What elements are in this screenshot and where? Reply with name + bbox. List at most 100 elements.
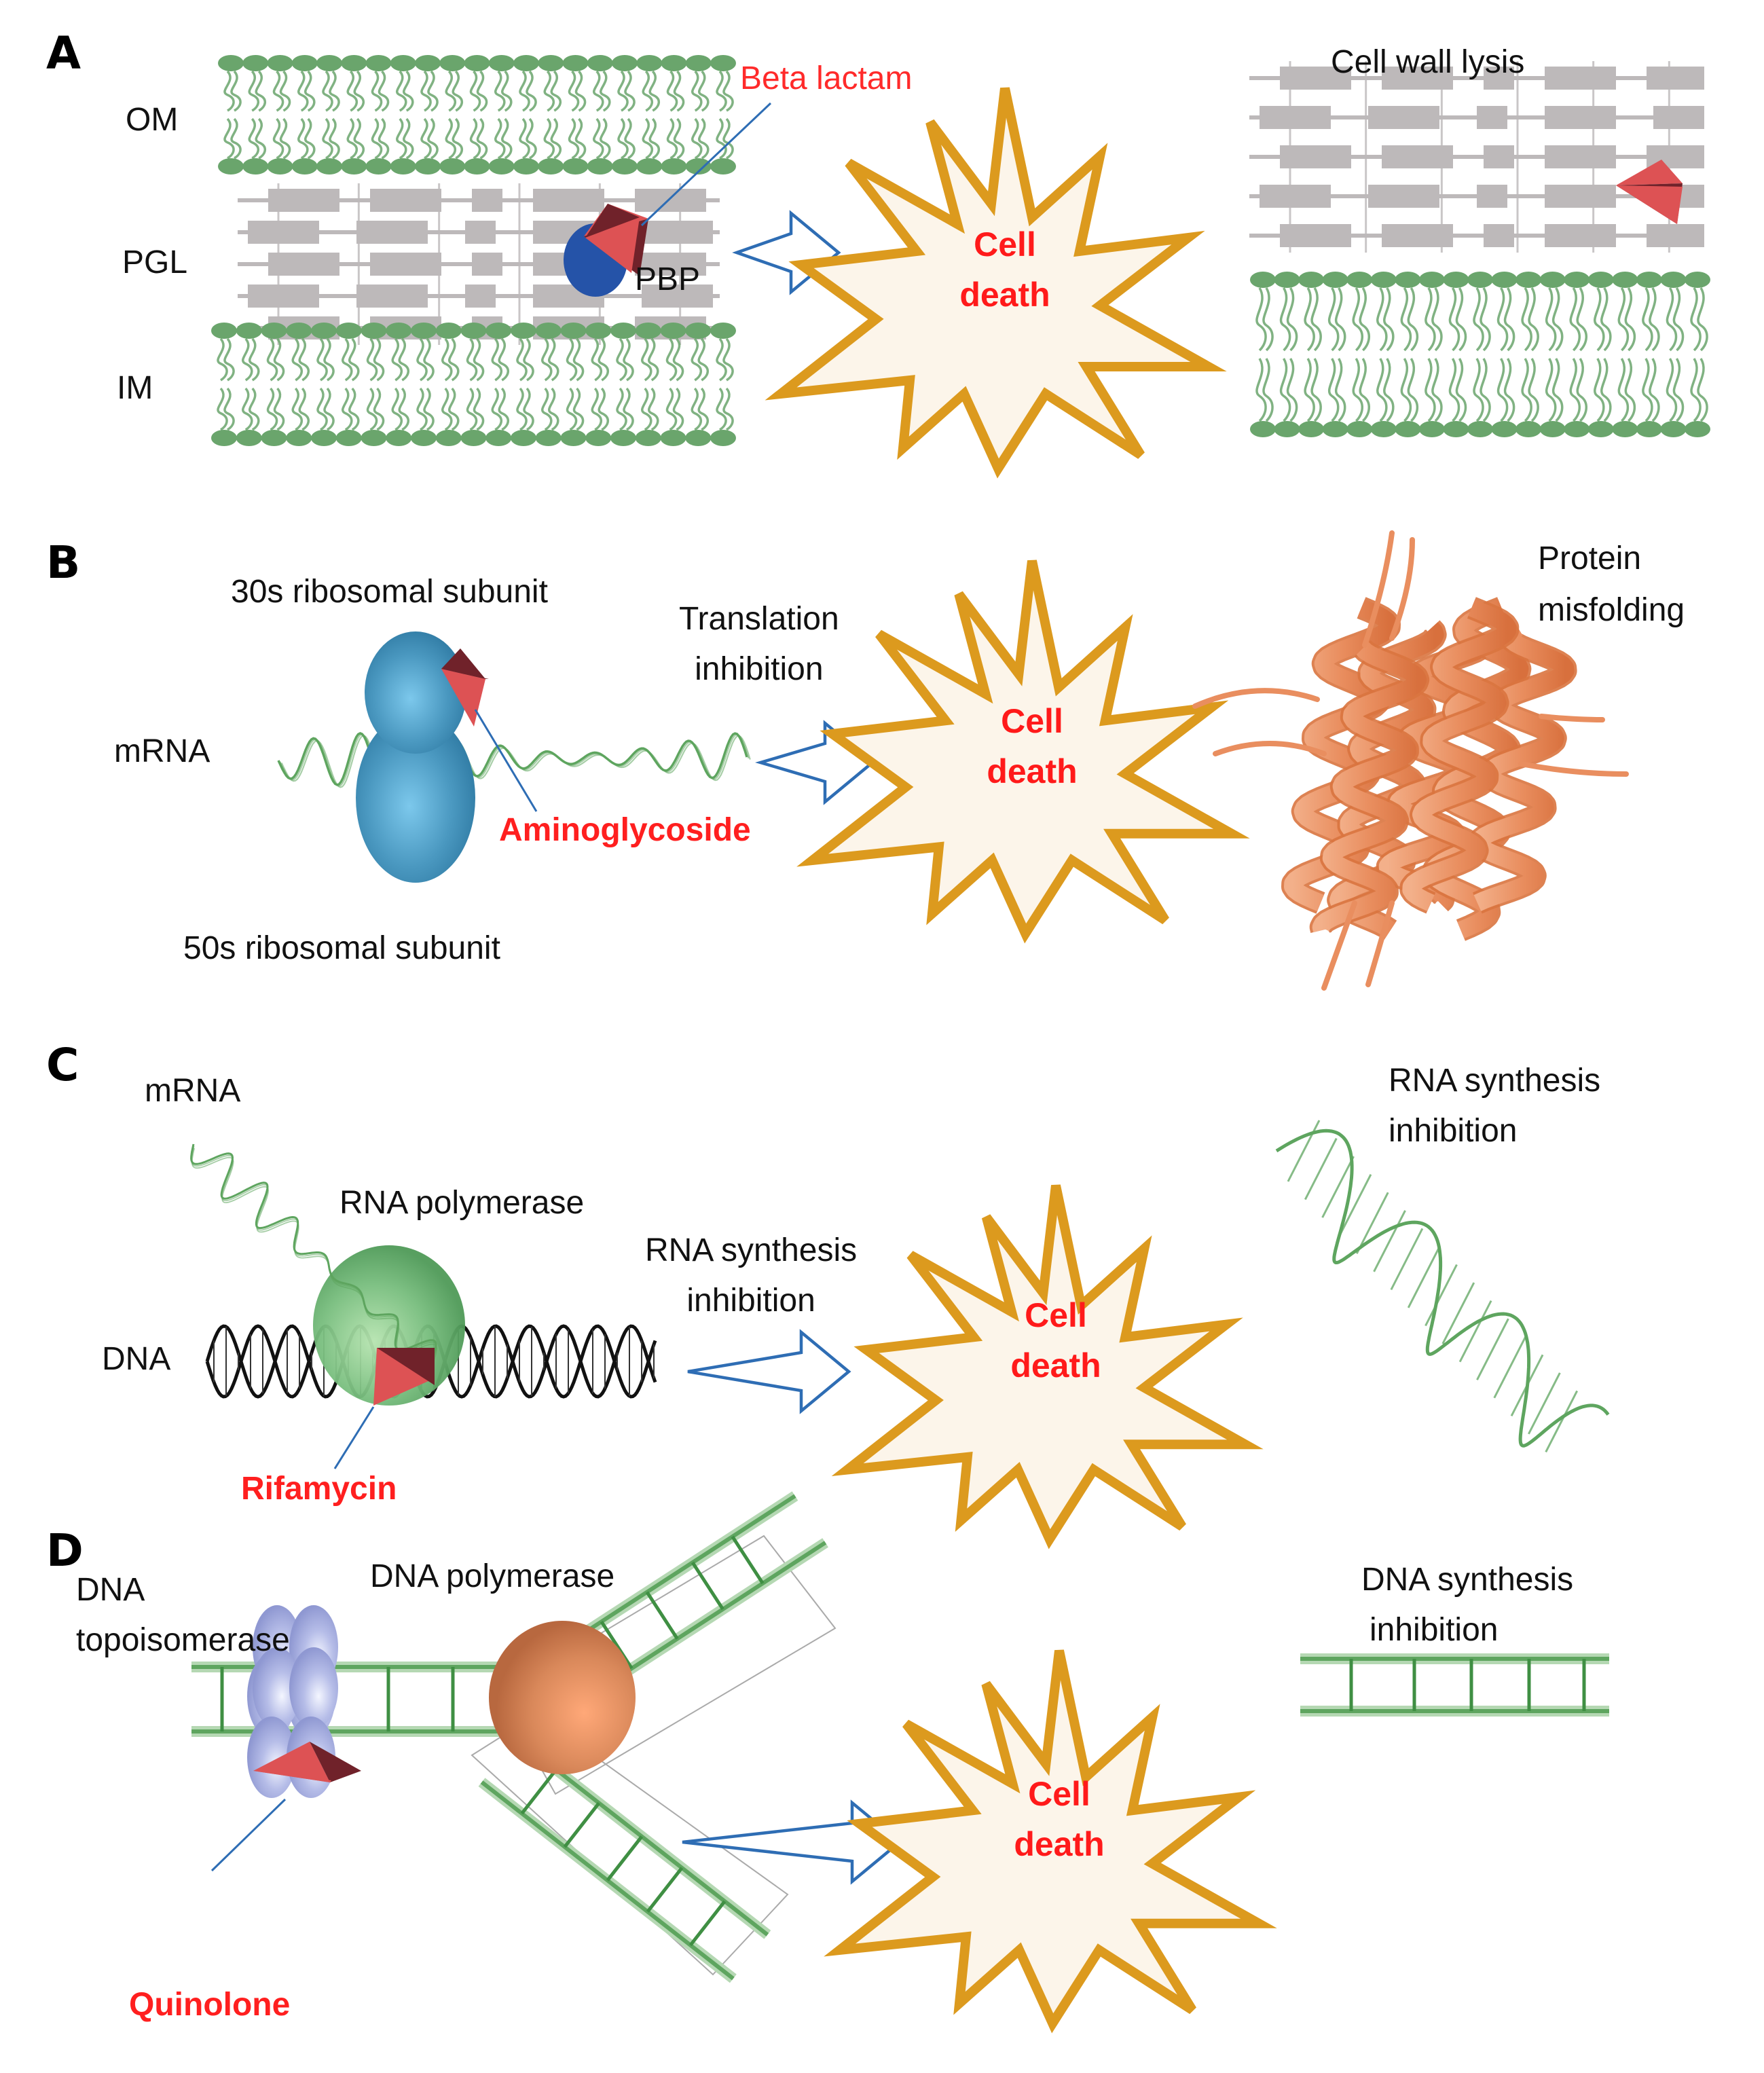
lipid-tail <box>722 70 734 112</box>
lipid-head <box>488 55 515 71</box>
lipid-tail <box>1448 358 1460 422</box>
outer-membrane <box>218 55 736 175</box>
lipid-tail <box>353 117 365 160</box>
peptidoglycan-layer-label: PGL <box>122 244 188 280</box>
lipid-head <box>587 158 613 175</box>
lipid-head <box>1250 272 1276 288</box>
lipid-head <box>236 323 262 339</box>
lipid-tail <box>342 387 353 431</box>
outcome-line1: Protein <box>1538 540 1642 576</box>
glycan-unit <box>1477 185 1507 208</box>
lipid-tail <box>279 117 291 160</box>
lipid-head <box>513 158 539 175</box>
lipid-tail <box>494 117 506 160</box>
lipid-head <box>661 158 687 175</box>
lipid-tail <box>249 387 260 431</box>
lipid-tail <box>427 117 439 160</box>
lipid-tail <box>1672 287 1685 352</box>
lipid-tail <box>1666 358 1678 422</box>
lipid-head <box>361 430 387 446</box>
lipid-head <box>1587 272 1614 288</box>
glycan-unit <box>465 221 496 244</box>
lipid-tail <box>1310 287 1322 352</box>
panel-letter-c: C <box>46 1039 79 1091</box>
lipid-tail <box>223 70 235 112</box>
glycan-unit <box>1260 185 1331 208</box>
lipid-head <box>1298 421 1325 437</box>
outcome-line1: DNA synthesis <box>1361 1562 1574 1598</box>
lipid-tail <box>519 117 530 160</box>
outcome-line2: inhibition <box>1389 1113 1518 1149</box>
cell-death-starburst <box>831 1184 1264 1549</box>
lipid-tail <box>1617 358 1630 422</box>
glycan-unit <box>635 189 706 212</box>
30s-subunit-label: 30s ribosomal subunit <box>231 574 548 610</box>
cell-death-burst-d <box>824 1649 1277 2034</box>
lipid-tail <box>255 70 266 112</box>
lipid-tail <box>1551 287 1564 352</box>
lipid-head <box>610 430 636 446</box>
topoisomerase-subunit <box>247 1717 296 1798</box>
lipid-head <box>261 430 287 446</box>
cell-death-line2: death <box>959 276 1050 314</box>
lipid-tail <box>316 337 328 382</box>
strand-line <box>191 1148 438 1366</box>
lipid-tail <box>1407 287 1419 352</box>
lipid-tail <box>378 117 390 160</box>
lipid-tail <box>1407 358 1419 422</box>
lipid-head <box>218 55 244 71</box>
base-pair-rung <box>688 1900 727 1947</box>
glycan-unit <box>370 189 441 212</box>
glycan-unit <box>356 221 428 244</box>
lipid-head <box>242 55 269 71</box>
rna-base <box>1321 1156 1355 1218</box>
cell-death-burst-b <box>796 559 1250 944</box>
lipid-tail <box>568 70 580 112</box>
lipid-head <box>1250 421 1276 437</box>
rifamycin-leader <box>333 1406 375 1469</box>
lipid-tail <box>469 70 481 112</box>
lipid-tail <box>698 70 710 112</box>
lipid-tail <box>298 387 310 431</box>
rna-base <box>1458 1300 1492 1363</box>
lipid-tail <box>591 337 602 382</box>
lipid-head <box>661 55 687 71</box>
glycan-unit <box>642 285 713 308</box>
lipid-head <box>1564 421 1590 437</box>
lipid-tail <box>1594 358 1605 422</box>
lipid-tail <box>722 117 734 160</box>
glycan-unit <box>472 253 502 276</box>
lipid-tail <box>398 337 409 382</box>
cell-death-starburst <box>824 1649 1277 2034</box>
lipid-tail <box>1359 358 1370 422</box>
lipid-head <box>1418 421 1445 437</box>
lipid-head <box>341 55 367 71</box>
lipid-head <box>610 323 636 339</box>
lipid-tail <box>672 387 684 431</box>
lipid-tail <box>574 70 587 112</box>
lipid-tail <box>423 387 435 431</box>
cell-death-label-a: Cell death <box>937 219 1073 320</box>
cell-death-label-c: Cell death <box>988 1290 1124 1391</box>
effect-line1: Translation <box>679 601 839 637</box>
lipid-tail <box>624 70 636 112</box>
lipid-head <box>488 158 515 175</box>
lipid-tail <box>391 387 403 431</box>
lipid-tail <box>526 70 537 112</box>
lipid-head <box>1539 272 1566 288</box>
rna-polymerase-label: RNA polymerase <box>339 1185 585 1221</box>
cell-death-line1: Cell <box>1028 1775 1090 1813</box>
lipid-head <box>1443 421 1469 437</box>
lipid-tail <box>445 117 456 160</box>
dna-label-c: DNA <box>102 1341 171 1377</box>
topo-line2: topoisomerase <box>76 1622 290 1658</box>
lipid-head <box>1395 272 1421 288</box>
lipid-tail <box>566 387 578 431</box>
lipid-tail <box>322 117 333 160</box>
lipid-tail <box>1425 358 1436 422</box>
lipid-tail <box>298 337 310 382</box>
lipid-tail <box>501 117 513 160</box>
lipid-tail <box>516 337 528 382</box>
lipid-head <box>660 430 686 446</box>
base-pair-rung <box>600 1620 633 1670</box>
